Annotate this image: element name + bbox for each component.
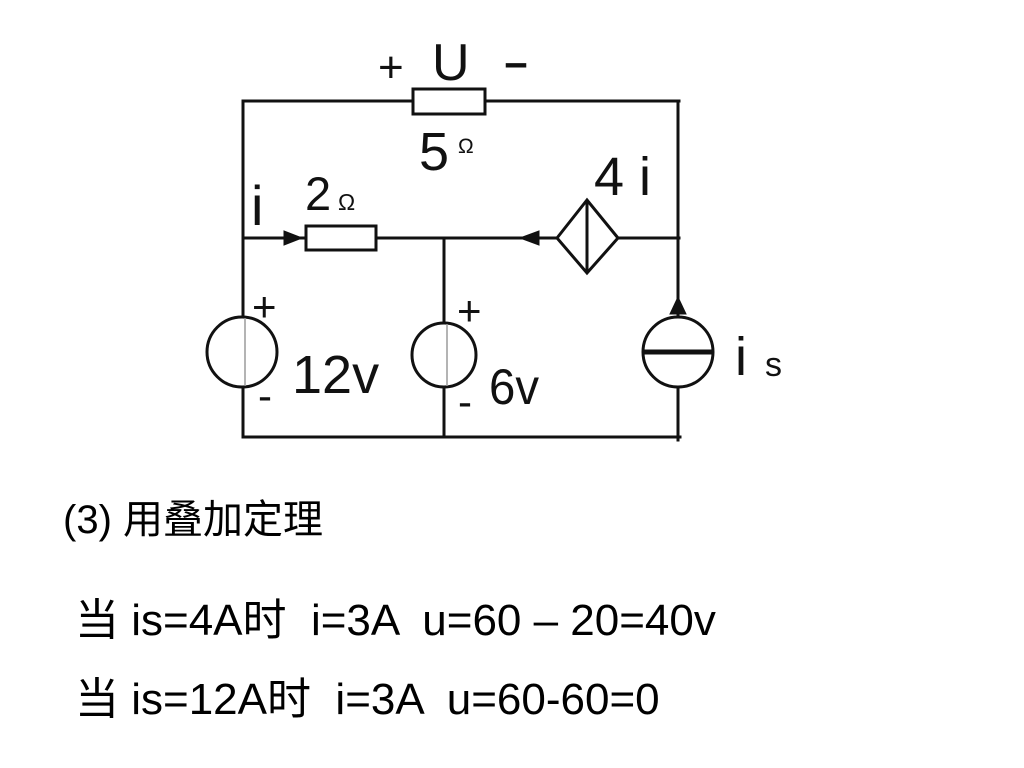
circuit-diagram: + U - 5 Ω i 2 Ω 4 i + - 12v + - 6v i s bbox=[205, 29, 782, 442]
current-source-up-arrow bbox=[669, 295, 687, 315]
resistor-5ohm-unit: Ω bbox=[458, 135, 474, 158]
resistor-2ohm bbox=[304, 224, 378, 252]
resistor-2ohm-value: 2 bbox=[305, 167, 331, 220]
voltage-u-plus-sign: + bbox=[378, 43, 404, 92]
current-i-arrow bbox=[283, 230, 304, 246]
dependent-source-label: 4 i bbox=[594, 147, 651, 207]
section-heading: (3) 用叠加定理 bbox=[63, 498, 323, 542]
source-6v-minus-sign: - bbox=[458, 378, 472, 425]
current-i-label: i bbox=[251, 174, 263, 237]
source-6v-plus-sign: + bbox=[457, 287, 482, 334]
source-12v-minus-sign: - bbox=[258, 372, 272, 419]
current-source-label-main: i bbox=[735, 327, 747, 387]
circuit-labels: + U - 5 Ω i 2 Ω 4 i + - 12v + - 6v i s bbox=[251, 29, 782, 425]
result-line-is-4a: 当 is=4A时 i=3A u=60 – 20=40v bbox=[75, 596, 716, 645]
voltage-u-label: U bbox=[432, 34, 470, 92]
current-source-label-sub: s bbox=[765, 346, 782, 384]
resistor-5ohm bbox=[411, 87, 487, 116]
result-line-is-12a: 当 is=12A时 i=3A u=60-60=0 bbox=[75, 675, 660, 724]
wires-and-components bbox=[205, 87, 715, 442]
resistor-5ohm-value: 5 bbox=[419, 122, 449, 182]
voltage-u-minus-sign: - bbox=[502, 29, 530, 92]
source-6v-value: 6v bbox=[489, 359, 539, 415]
resistor-2ohm-unit: Ω bbox=[338, 189, 355, 215]
dependent-source-arrow bbox=[518, 230, 540, 246]
source-12v-value: 12v bbox=[292, 345, 379, 405]
source-12v-plus-sign: + bbox=[252, 283, 277, 330]
